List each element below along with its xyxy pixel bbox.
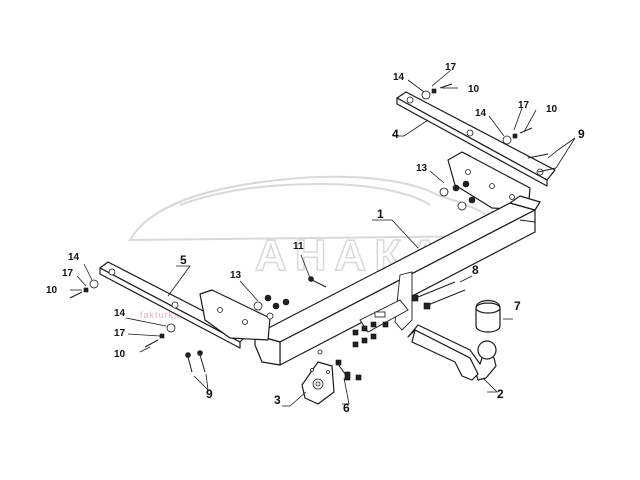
nut-group-13-right	[439, 180, 476, 211]
callout-17-right: 17	[518, 100, 530, 111]
callout-5: 5	[180, 253, 187, 267]
callout-10-top: 10	[468, 84, 480, 95]
bolt-set-right-top	[421, 83, 557, 173]
callout-8: 8	[472, 263, 479, 277]
callout-14-left: 14	[68, 252, 80, 263]
nut-group-13-left	[253, 294, 290, 320]
callout-10-right: 10	[546, 104, 558, 115]
tow-ball-neck	[407, 324, 497, 381]
callouts: 1 2 3 4 5 6 7 8 9 9 10 10 10 10 11 13 13…	[46, 62, 585, 415]
callout-14-lower-left: 14	[114, 308, 126, 319]
socket-plate	[301, 361, 335, 405]
callout-14-right: 14	[475, 108, 487, 119]
callout-6: 6	[343, 401, 350, 415]
callout-11: 11	[293, 241, 304, 252]
callout-9-right: 9	[578, 127, 585, 141]
callout-4: 4	[392, 127, 399, 141]
main-crossbar	[254, 195, 541, 366]
callout-7: 7	[514, 299, 521, 313]
bolt-set-left	[69, 279, 206, 373]
callout-10-left: 10	[46, 285, 58, 296]
callout-10-lower-left: 10	[114, 349, 126, 360]
leader-lines	[70, 69, 576, 407]
side-plate-left	[199, 289, 271, 341]
callout-1: 1	[377, 207, 384, 221]
callout-9-left: 9	[206, 387, 213, 401]
callout-17-top: 17	[445, 62, 457, 73]
nut-cluster-center	[352, 321, 389, 348]
callout-13-right: 13	[416, 163, 428, 174]
bracket-plate-right	[396, 91, 556, 187]
watermark-car-roof	[179, 182, 431, 206]
long-bolts-8	[411, 281, 466, 310]
callout-17-left: 17	[62, 268, 74, 279]
callout-2: 2	[497, 387, 504, 401]
callout-17-lower-left: 17	[114, 328, 126, 339]
callout-14-top: 14	[393, 72, 405, 83]
callout-13-left: 13	[230, 270, 242, 281]
watermark-car-outline	[128, 175, 502, 242]
bolt-set-6	[317, 349, 362, 381]
ball-cover-cap	[475, 299, 501, 333]
callout-3: 3	[274, 393, 281, 407]
